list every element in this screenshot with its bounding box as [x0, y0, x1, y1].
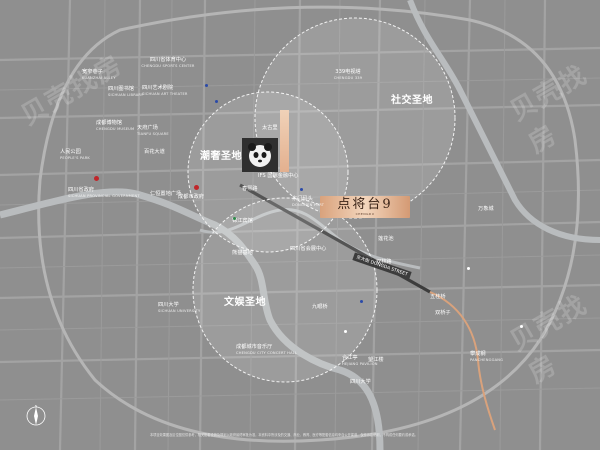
- star-marker-provincial-gov: [94, 176, 99, 181]
- metro-dot: [300, 188, 303, 191]
- panda-image: [242, 138, 278, 172]
- compass-icon: N: [25, 404, 47, 427]
- radius-circles: [187, 17, 456, 383]
- zone-trend: 潮奢圣地: [200, 151, 242, 162]
- label-wuguiqiao: 五桂桥: [430, 294, 446, 300]
- park-dot: [233, 217, 236, 220]
- label-sichuan-hall: 四川省会展中心: [290, 246, 327, 252]
- metro-dot: [360, 300, 363, 303]
- metro-dot: [205, 84, 208, 87]
- label-panda-base: 熊猫基地: [232, 250, 253, 256]
- label-jinjiang: 锦江宾馆: [232, 218, 253, 224]
- brand-mark: 9: [382, 197, 393, 212]
- label-shuangqiao: 双桥子: [435, 310, 451, 316]
- label-chunxi: 春熙路: [242, 186, 258, 192]
- project-brand-badge: 点将台9 CHENGDU: [320, 196, 410, 218]
- metro-dot: [215, 100, 218, 103]
- poi-dot: [467, 267, 470, 270]
- ring-road: [37, 5, 580, 443]
- label-shuanglin: 双林路: [376, 259, 392, 265]
- label-wangjiang: 望江楼: [368, 357, 384, 363]
- label-ifs: IFS 国际金融中心: [258, 173, 299, 179]
- poi-dot: [344, 330, 347, 333]
- label-wanxiang: 万象城: [478, 206, 494, 212]
- svg-text:N: N: [35, 405, 37, 408]
- metro-line: [429, 291, 496, 431]
- label-baihua: 百花大道: [144, 149, 165, 155]
- ifs-tower-image: [280, 110, 289, 172]
- label-sichuan-uni-2: 四川大学: [350, 379, 371, 385]
- disclaimer-footer: 本项目效果图及区位图仅供参考，相关配套设施及规划以政府最终审批为准，本资料中所涉…: [150, 433, 418, 437]
- label-lianhua: 莲花池: [378, 236, 394, 242]
- brand-name: 点将台: [337, 197, 383, 212]
- label-city-gov: 成都市政府: [178, 194, 204, 200]
- star-marker-city-gov: [194, 185, 199, 190]
- label-renheng: 仁恒置地广场: [150, 191, 182, 197]
- brand-sub: CHENGDU: [355, 212, 375, 216]
- river: [0, 188, 384, 450]
- zone-culture: 文娱圣地: [224, 297, 266, 308]
- poi-dot: [520, 325, 523, 328]
- zone-social: 社交圣地: [391, 95, 433, 106]
- label-taikoo: 太古里: [262, 125, 278, 131]
- label-jiuyan-bridge: 九眼桥: [312, 304, 328, 310]
